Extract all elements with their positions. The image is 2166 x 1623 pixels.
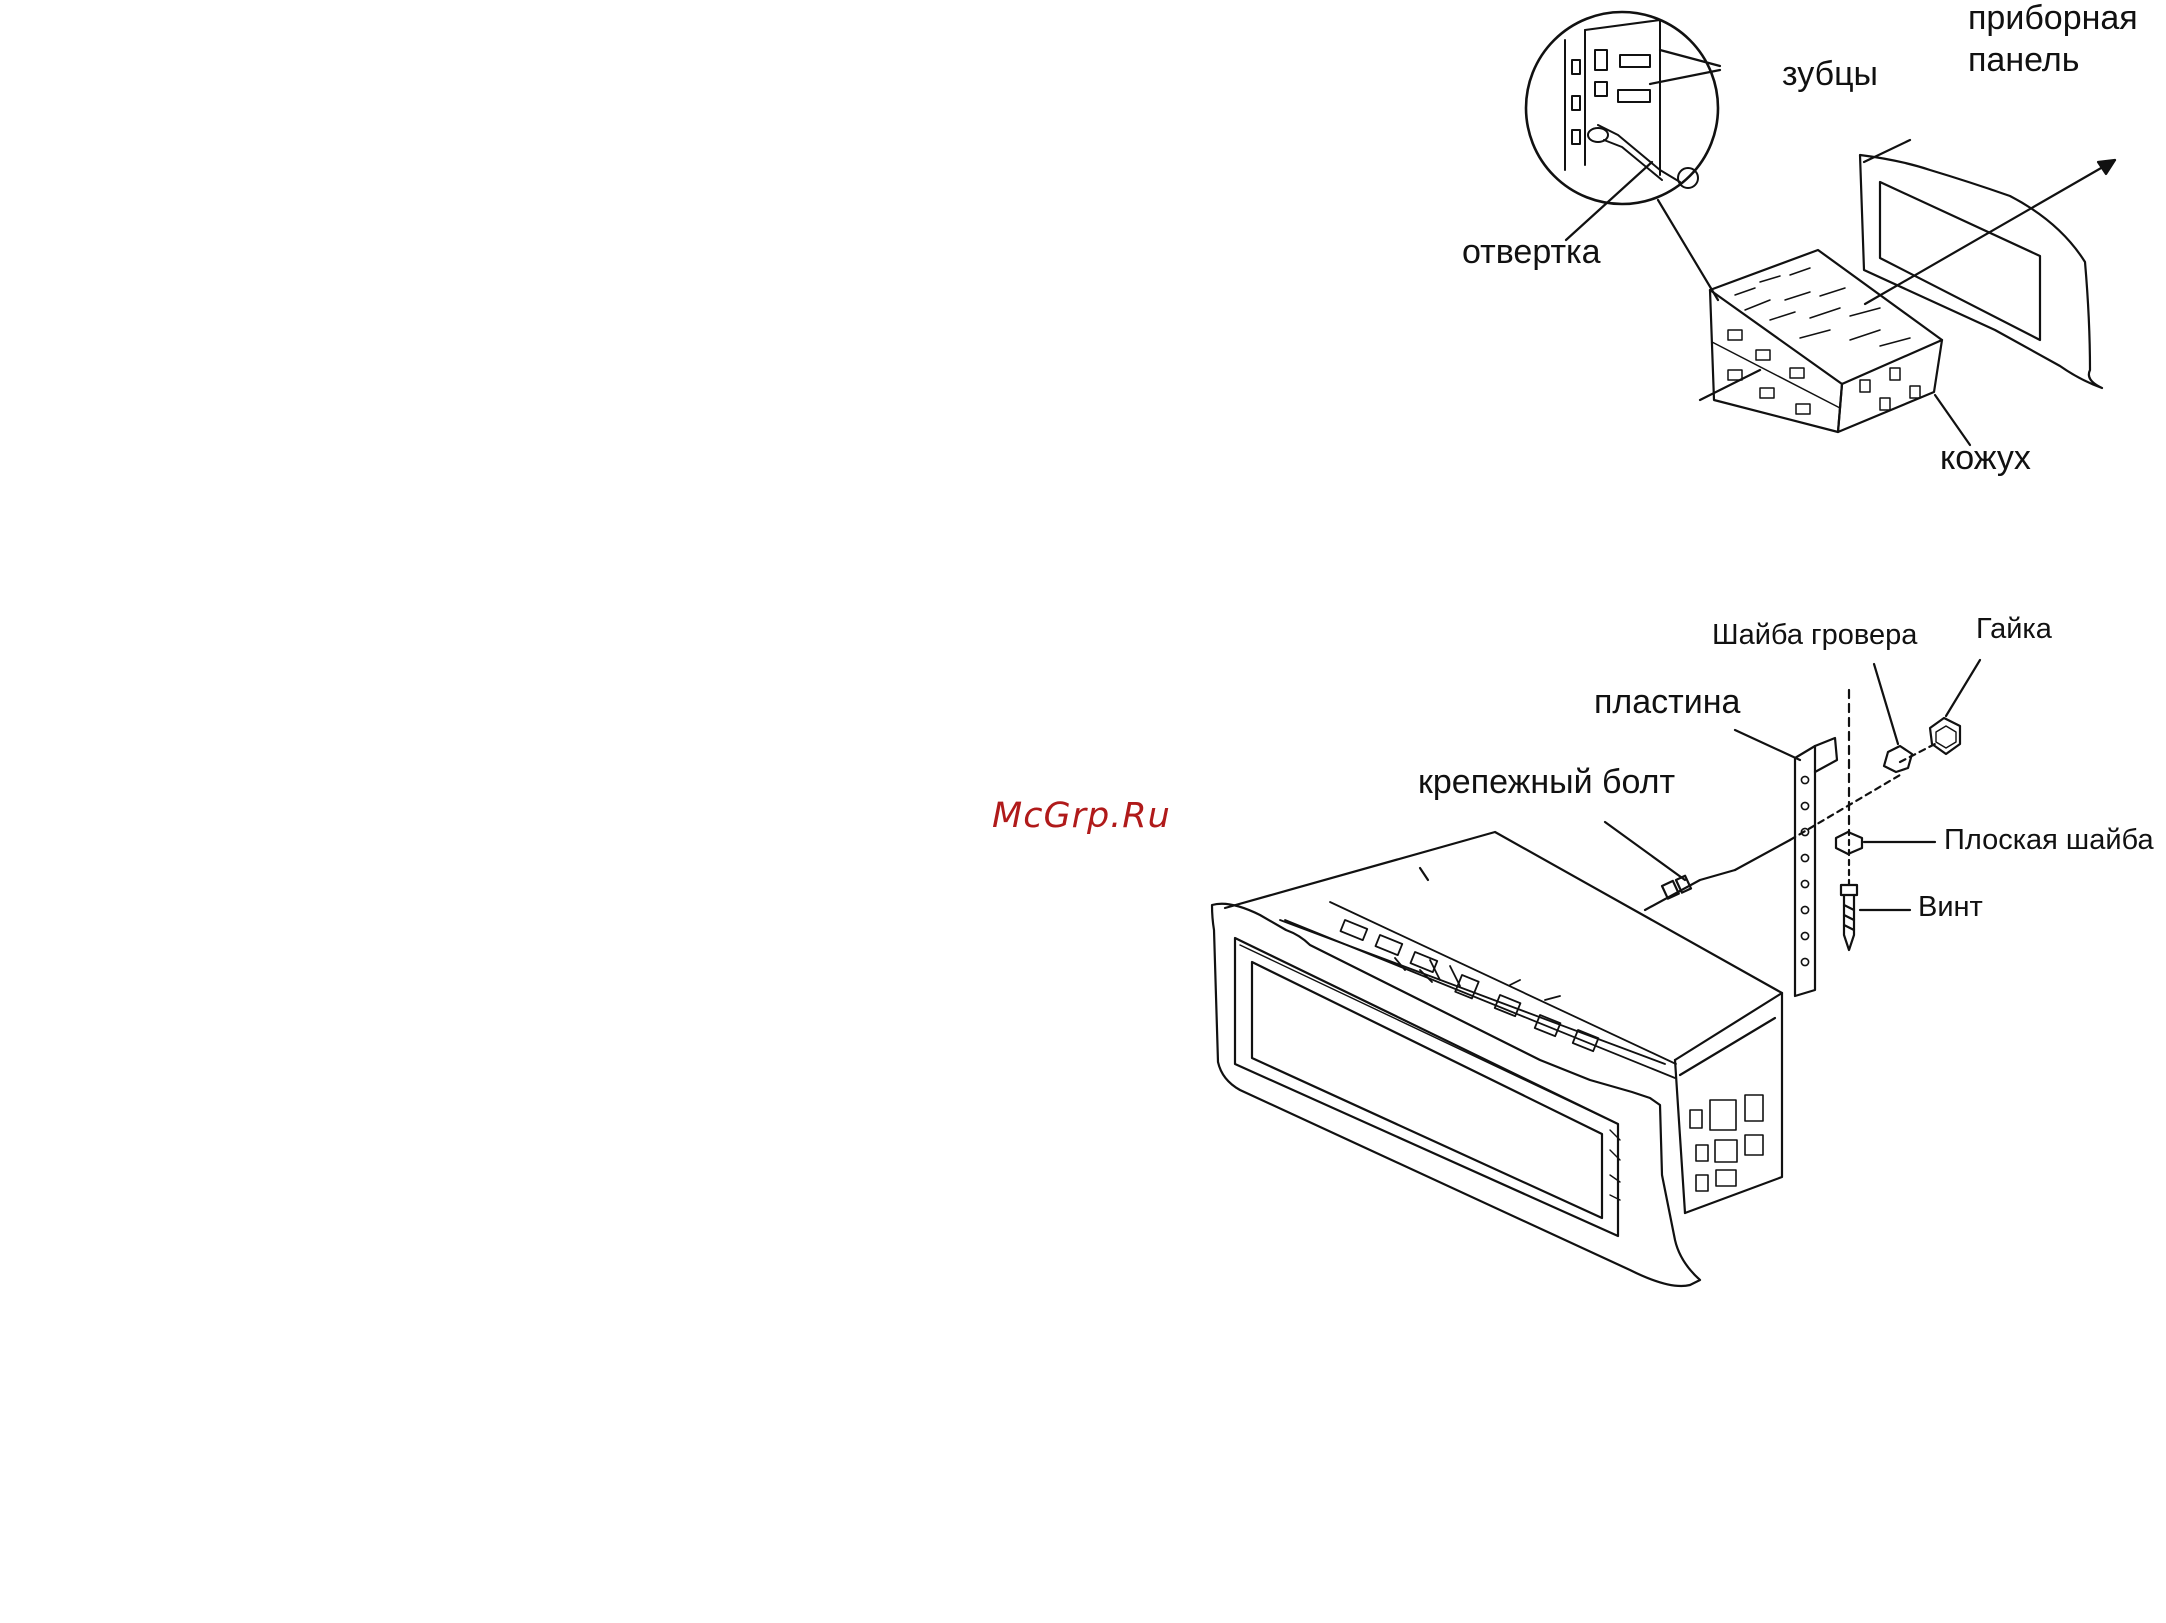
plate-label: пластина	[1594, 684, 1740, 721]
watermark: McGrp.Ru	[992, 796, 1171, 836]
side-connectors	[1690, 1095, 1763, 1191]
nut-label: Гайка	[1976, 614, 2052, 645]
nut	[1930, 660, 1980, 754]
dashboard-label-line-2: панель	[1968, 42, 2079, 79]
screwdriver-label: отвертка	[1462, 234, 1601, 271]
spring-washer-leader	[1874, 664, 1898, 744]
mounting-bolt-label: крепежный болт	[1418, 764, 1675, 801]
magnifier-detail	[1526, 12, 1718, 204]
sleeve-box	[1710, 250, 1942, 432]
flat-washer	[1836, 832, 1935, 854]
tail-leader	[1700, 370, 1760, 400]
sleeve-label: кожух	[1940, 440, 2031, 477]
screw-label: Винт	[1918, 892, 1983, 923]
teeth-label: зубцы	[1782, 56, 1878, 93]
spring-washer	[1874, 664, 1935, 772]
mounting-plate	[1735, 730, 1837, 996]
chassis-body	[1225, 832, 1782, 1213]
sleeve-leader	[1935, 395, 1970, 445]
nut-leader	[1946, 660, 1980, 716]
spring-washer-label: Шайба гровера	[1712, 620, 1917, 651]
insertion-arrow-head	[2098, 160, 2115, 174]
dashboard-panel	[1860, 155, 2102, 388]
screw	[1841, 885, 1910, 950]
magnifier-connector	[1658, 200, 1718, 300]
plate-leader	[1735, 730, 1800, 760]
bottom-diagram	[1212, 660, 1980, 1286]
chassis-sleeve	[1280, 902, 1676, 1078]
bolt-leader	[1605, 822, 1685, 880]
dashboard-label-line-1: приборная	[1968, 0, 2138, 37]
screwdriver-leader	[1566, 162, 1652, 240]
teeth-leader-1	[1660, 50, 1720, 66]
flat-washer-label: Плоская шайба	[1944, 825, 2154, 856]
